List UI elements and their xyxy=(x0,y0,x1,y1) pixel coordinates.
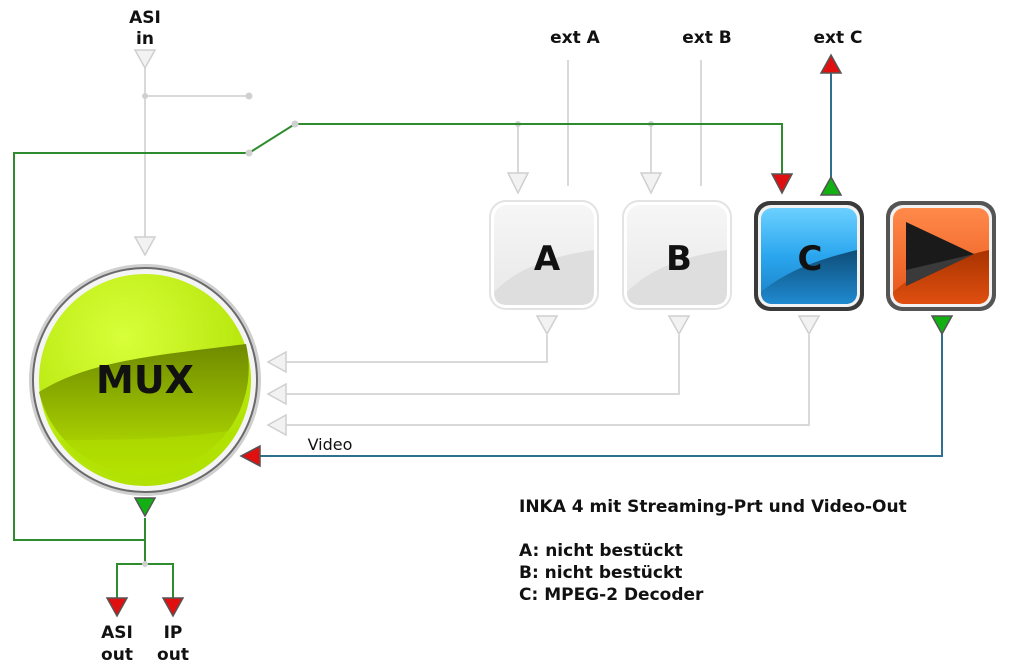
asi-in-label-1: ASI xyxy=(129,8,161,28)
inactive-arrows xyxy=(133,49,821,437)
asi-in-arrow-icon xyxy=(133,49,157,70)
input-arrow-c-icon xyxy=(770,173,794,195)
info-line-c: C: MPEG-2 Decoder xyxy=(519,585,704,605)
active-arrows xyxy=(105,53,954,618)
play-icon xyxy=(906,222,974,286)
ip-out-arrow-icon xyxy=(161,597,185,618)
module-a-label: A xyxy=(534,239,561,279)
video-in-arrow-icon xyxy=(239,444,261,468)
ext-a-label: ext A xyxy=(550,28,601,48)
module-a[interactable]: A xyxy=(489,200,599,310)
active-wiring xyxy=(13,120,783,598)
module-c[interactable]: C xyxy=(754,201,864,311)
asi-out-arrow-icon xyxy=(105,597,129,618)
blue-wiring xyxy=(258,72,943,457)
video-out-arrow-icon xyxy=(930,315,954,336)
asi-out-label-2: out xyxy=(101,645,133,665)
ip-out-label-1: IP xyxy=(164,623,183,643)
video-out-module[interactable] xyxy=(886,201,996,311)
mux-module[interactable]: MUX xyxy=(29,264,261,496)
asi-in-label-2: in xyxy=(136,29,154,49)
ext-c-label: ext C xyxy=(813,28,862,48)
ext-b-label: ext B xyxy=(682,28,732,48)
output-arrow-c-icon xyxy=(819,175,843,196)
ext-c-arrow-icon xyxy=(819,53,843,74)
mux-label: MUX xyxy=(96,358,194,402)
asi-out-label-1: ASI xyxy=(101,623,133,643)
ip-out-label-2: out xyxy=(157,645,189,665)
video-label: Video xyxy=(308,435,353,454)
module-b-label: B xyxy=(666,239,692,279)
info-spacer xyxy=(519,518,907,540)
info-title: INKA 4 mit Streaming-Prt und Video-Out xyxy=(519,497,907,517)
module-b[interactable]: B xyxy=(622,200,732,310)
inactive-wiring xyxy=(142,60,810,564)
info-line-b: B: nicht bestückt xyxy=(519,563,683,583)
configuration-info: INKA 4 mit Streaming-Prt und Video-Out A… xyxy=(519,496,907,606)
info-line-a: A: nicht bestückt xyxy=(519,541,683,561)
mux-out-arrow-icon xyxy=(133,497,157,518)
module-c-label: C xyxy=(798,239,823,279)
